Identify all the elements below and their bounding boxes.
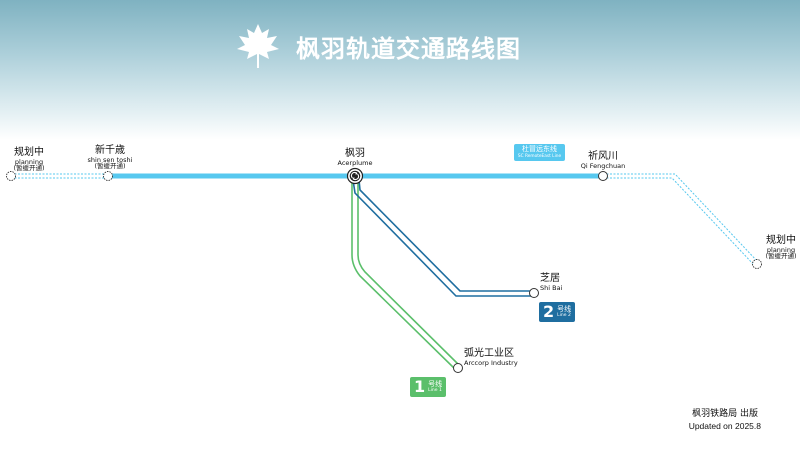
label-shi-bai: 芝居 Shi Bai <box>540 273 563 292</box>
publisher-credit: 枫羽铁路局 出版 <box>692 409 758 419</box>
station-planning-west[interactable] <box>6 171 16 181</box>
station-name-en: planning <box>766 245 796 254</box>
station-name-en: planning <box>14 157 44 166</box>
update-date: Updated on 2025.8 <box>688 421 761 431</box>
line-1-badge[interactable]: 1 号线 Line 1 <box>410 377 447 397</box>
map-title: 枫羽轨道交通路线图 <box>236 22 521 70</box>
line-2-label-zh: 号线 <box>557 304 572 313</box>
line-2-badge[interactable]: 2 号线 Line 2 <box>539 302 576 322</box>
line-2-label-en: Line 2 <box>557 312 571 318</box>
east-line-tag[interactable]: 杜冒远东线 SC RemoteEast Line <box>514 144 565 161</box>
station-name-zh: 祈风川 <box>587 151 618 162</box>
label-qi-fengchuan: 祈风川 Qi Fengchuan <box>580 151 626 170</box>
line-1-label-zh: 号线 <box>428 379 443 388</box>
line-1-track <box>351 181 461 371</box>
maple-leaf-icon <box>237 24 279 68</box>
label-acerplume: 枫羽 Acerplume <box>337 148 373 167</box>
label-planning-west: 规划中 planning (暂缓开通) <box>13 147 45 173</box>
station-name-zh: 规划中 <box>13 147 44 158</box>
page-title: 枫羽轨道交通路线图 <box>296 34 521 63</box>
station-note: (暂缓开通) <box>94 162 126 171</box>
label-shin-sen-toshi: 新千歳 shin sen toshi (暂缓开通) <box>87 145 133 171</box>
station-name-en: shin sen toshi <box>87 155 133 164</box>
station-name-zh: 规划中 <box>765 235 796 246</box>
station-name-zh: 芝居 <box>540 273 560 284</box>
line-1-number: 1 <box>414 377 426 396</box>
planned-west-track <box>11 173 108 179</box>
label-arccorp: 弧光工业区 Arccorp Industry <box>464 348 518 367</box>
station-name-zh: 新千歳 <box>94 145 125 156</box>
station-qi-fengchuan[interactable] <box>598 171 608 181</box>
station-name-zh: 枫羽 <box>345 148 365 159</box>
line-2-number: 2 <box>543 302 555 321</box>
label-planning-east: 规划中 planning (暂缓开通) <box>765 235 797 261</box>
station-name-en: Arccorp Industry <box>464 358 518 367</box>
east-line-tag-zh: 杜冒远东线 <box>522 145 557 153</box>
station-note: (暂缓开通) <box>13 164 45 173</box>
station-shin-sen-toshi[interactable] <box>103 171 113 181</box>
station-name-en: Shi Bai <box>540 283 563 292</box>
station-note: (暂缓开通) <box>765 252 797 261</box>
interchange-icon[interactable] <box>346 167 364 185</box>
line-2-track <box>352 179 532 297</box>
station-name-en: Acerplume <box>337 158 373 167</box>
east-line-tag-en: SC RemoteEast Line <box>517 154 562 159</box>
station-arccorp[interactable] <box>453 363 463 373</box>
station-name-en: Qi Fengchuan <box>580 161 626 170</box>
line-1-label-en: Line 1 <box>428 387 442 393</box>
station-planning-east[interactable] <box>752 259 762 269</box>
planned-east-track <box>603 173 759 267</box>
station-name-zh: 弧光工业区 <box>464 348 514 359</box>
station-shi-bai[interactable] <box>529 288 539 298</box>
